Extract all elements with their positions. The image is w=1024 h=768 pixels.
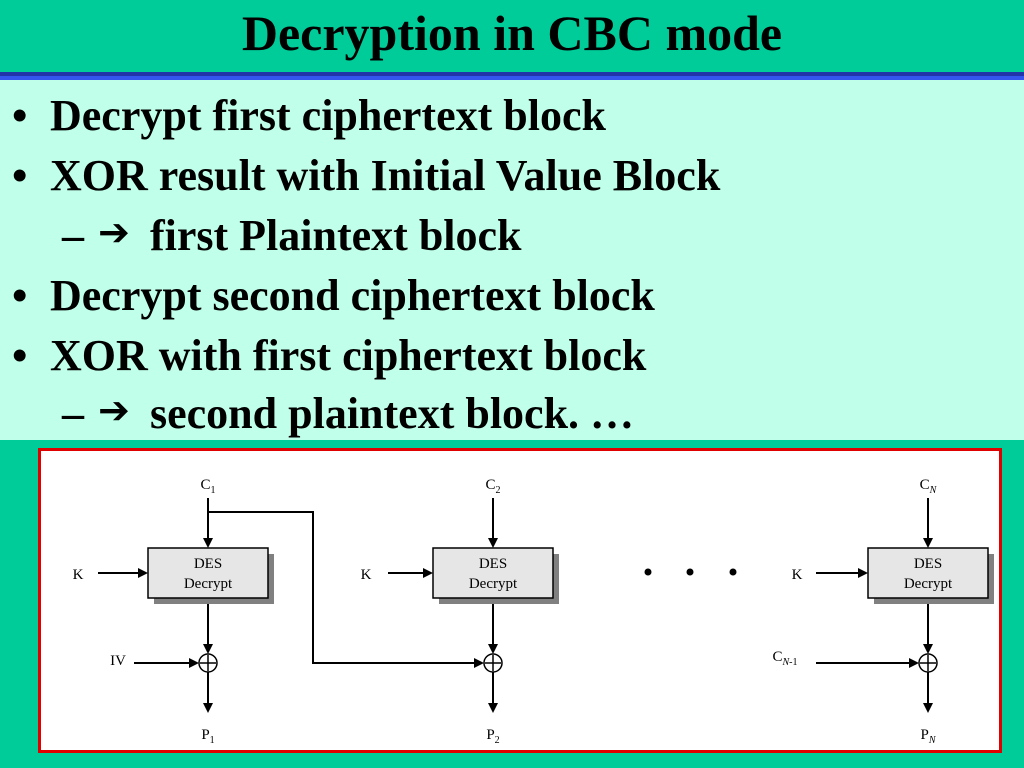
des-decrypt-block	[432, 547, 554, 599]
right-arrow-icon: ➔	[98, 388, 130, 432]
key-2-label: K	[361, 567, 372, 583]
arrowhead-icon	[423, 568, 433, 578]
arrowhead-icon	[203, 644, 213, 654]
bullet-item: • Decrypt second ciphertext block	[0, 270, 1024, 320]
arrowhead-icon	[488, 538, 498, 548]
cipher-2-label: DES	[479, 556, 507, 572]
des-decrypt-block	[867, 547, 989, 599]
arrowhead-icon	[923, 538, 933, 548]
ellipsis-dot-icon	[686, 568, 694, 576]
sub-bullet-item: – ➔ second plaintext block. …	[0, 388, 1024, 438]
bullet-marker: •	[12, 91, 28, 140]
bullet-text: XOR with first ciphertext block	[50, 331, 647, 380]
arrowhead-icon	[858, 568, 868, 578]
sub-bullet-item: – ➔ first Plaintext block	[0, 210, 1024, 260]
bullet-item: • XOR with first ciphertext block	[0, 330, 1024, 380]
bullet-text: Decrypt first ciphertext block	[50, 91, 606, 140]
arrowhead-icon	[203, 703, 213, 713]
xor-icon	[918, 653, 938, 673]
bullet-panel	[0, 80, 1024, 440]
bullet-text: XOR result with Initial Value Block	[50, 151, 721, 200]
ciphertext-2-label: C2	[485, 477, 500, 496]
operation-n-label: Decrypt	[904, 576, 953, 592]
cbc-decryption-diagram: C1 K DES Decrypt IV P1 C2 K DES Decrypt …	[38, 448, 1002, 753]
bullet-marker: •	[12, 151, 28, 200]
bullet-text: Decrypt second ciphertext block	[50, 271, 655, 320]
diagram-canvas: C1 K DES Decrypt IV P1 C2 K DES Decrypt …	[73, 477, 994, 746]
sub-bullet-marker: –	[62, 389, 84, 438]
operation-2-label: Decrypt	[469, 576, 518, 592]
title-rule-highlight	[0, 76, 1024, 80]
previous-ciphertext-label: CN-1	[772, 649, 797, 668]
sub-bullet-text: second plaintext block. …	[150, 389, 635, 438]
plaintext-n-label: PN	[920, 727, 936, 746]
sub-bullet-marker: –	[62, 211, 84, 260]
slide-title: Decryption in CBC mode	[241, 5, 783, 61]
sub-bullet-text: first Plaintext block	[150, 211, 522, 260]
arrowhead-icon	[923, 644, 933, 654]
bullet-marker: •	[12, 271, 28, 320]
xor-icon	[198, 653, 218, 673]
bullet-item: • XOR result with Initial Value Block	[0, 150, 1024, 200]
bullet-item: • Decrypt first ciphertext block	[0, 90, 1024, 140]
arrowhead-icon	[189, 658, 199, 668]
xor-icon	[483, 653, 503, 673]
ciphertext-n-label: CN	[920, 477, 938, 496]
plaintext-2-label: P2	[486, 727, 499, 746]
plaintext-1-label: P1	[201, 727, 214, 746]
ellipsis-dot-icon	[644, 568, 652, 576]
arrowhead-icon	[488, 703, 498, 713]
right-arrow-icon: ➔	[98, 210, 130, 254]
chaining-line	[208, 511, 476, 664]
cipher-1-label: DES	[194, 556, 222, 572]
bullet-marker: •	[12, 331, 28, 380]
arrowhead-icon	[488, 644, 498, 654]
key-n-label: K	[792, 567, 803, 583]
operation-1-label: Decrypt	[184, 576, 233, 592]
iv-label: IV	[110, 653, 126, 669]
key-1-label: K	[73, 567, 84, 583]
arrowhead-icon	[203, 538, 213, 548]
des-decrypt-block	[147, 547, 269, 599]
ellipsis-dot-icon	[729, 568, 737, 576]
arrowhead-icon	[909, 658, 919, 668]
ciphertext-1-label: C1	[200, 477, 215, 496]
title-rule	[0, 72, 1024, 76]
arrowhead-icon	[138, 568, 148, 578]
arrowhead-icon	[474, 658, 484, 668]
arrowhead-icon	[923, 703, 933, 713]
cipher-n-label: DES	[914, 556, 942, 572]
